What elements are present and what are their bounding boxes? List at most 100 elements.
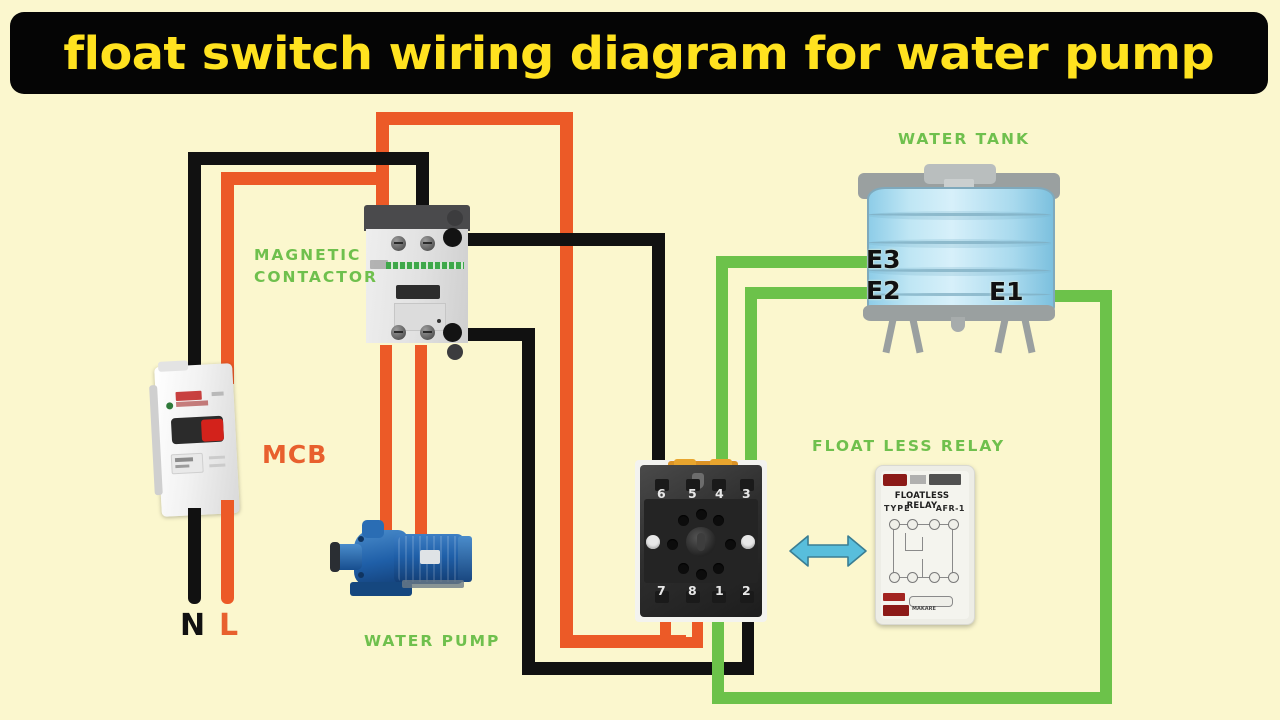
contactor-screw-b1[interactable] — [391, 325, 406, 340]
tank-leg-4 — [1021, 318, 1036, 354]
tank-leg-2 — [909, 318, 924, 354]
socket-mount-screw-right[interactable] — [741, 535, 755, 549]
floatless-relay-device[interactable]: FLOATLESS RELAY TYPE AFR-1 MAKARE — [875, 465, 975, 625]
socket-terminal-6[interactable] — [655, 479, 669, 491]
wire-e3-down-pin4 — [716, 256, 728, 491]
tank-leg-1 — [882, 318, 897, 354]
floatless-relay-label: FLOAT LESS RELAY — [812, 437, 1006, 455]
water-pump-device[interactable] — [330, 520, 478, 604]
wire-neutral-supply — [188, 508, 201, 604]
pump-bolt-2 — [358, 572, 364, 578]
contactor-aux-terminal-top[interactable] — [443, 228, 462, 247]
contactor-screw-t2[interactable] — [420, 236, 435, 251]
pump-base — [350, 582, 412, 596]
wire-line-bottom-rail — [560, 635, 686, 648]
water-tank-label: WATER TANK — [898, 130, 1031, 148]
wire-e2-rail — [745, 287, 876, 299]
tank-rib-3 — [867, 269, 1051, 272]
socket-hole-h — [696, 569, 707, 580]
relay-title-text: FLOATLESS RELAY — [894, 491, 950, 511]
socket-pin-label-1: 1 — [715, 583, 724, 598]
contactor-top-cap — [447, 210, 463, 226]
contactor-aux-terminal-bottom[interactable] — [443, 323, 462, 342]
wire-neutral-top-rail — [188, 152, 429, 165]
socket-terminal-1[interactable] — [712, 591, 726, 603]
relay-brand-name — [929, 474, 961, 485]
socket-center-boss — [686, 527, 716, 557]
relay-node-3 — [929, 519, 940, 530]
relay-bottom-text: MAKARE — [912, 606, 936, 612]
mcb-label: MCB — [262, 440, 328, 469]
relay-node-5 — [889, 572, 900, 583]
socket-terminal-8[interactable] — [686, 591, 700, 603]
socket-hole-b — [713, 515, 724, 526]
mcb-rating-text — [211, 391, 224, 397]
pump-motor-end-cap — [458, 536, 472, 582]
pump-support-foot — [402, 580, 464, 588]
wire-aux-bottom-down — [522, 328, 535, 675]
relay-resistor-symbol — [909, 596, 953, 607]
socket-terminal-7[interactable] — [655, 591, 669, 603]
socket-terminal-2[interactable] — [740, 591, 754, 603]
socket-pin-label-5: 5 — [688, 486, 697, 501]
relay-brand-badge — [883, 474, 907, 486]
contactor-screw-t1[interactable] — [391, 236, 406, 251]
pump-flange — [330, 542, 340, 572]
wire-pump-lead-2 — [415, 345, 427, 560]
socket-mount-screw-left[interactable] — [646, 535, 660, 549]
water-pump-label: WATER PUMP — [364, 632, 501, 650]
wire-line-upper-rail — [376, 112, 573, 125]
relay-brand-mark — [910, 475, 926, 484]
contactor-status-dot — [437, 319, 441, 323]
line-label: L — [219, 608, 239, 643]
mcb-toggle-red-flag[interactable] — [200, 418, 225, 442]
tank-outlet-spout — [951, 317, 965, 332]
relay-terminal-marker-1 — [883, 593, 905, 601]
wire-pump-lead-1 — [380, 345, 392, 560]
tank-rib-2 — [867, 241, 1051, 244]
socket-pin-label-3: 3 — [742, 486, 751, 501]
pump-nameplate — [420, 550, 440, 564]
mcb-brand-logo — [175, 390, 202, 402]
wire-e1-bottom-rail — [712, 692, 1112, 704]
socket-hole-g — [696, 509, 707, 520]
pump-discharge-neck — [362, 520, 384, 538]
contactor-screw-b2[interactable] — [420, 325, 435, 340]
wire-line-top-rail — [221, 172, 389, 185]
socket-hole-f — [713, 563, 724, 574]
relay-node-4 — [948, 519, 959, 530]
socket-copper-tab-1 — [674, 459, 696, 468]
tank-body — [867, 187, 1055, 319]
electrode-label-e3: E3 — [866, 245, 901, 274]
magnetic-contactor-label-line2: CONTACTOR — [254, 268, 378, 286]
wire-line-pin7 — [660, 600, 671, 648]
pump-bolt-1 — [358, 536, 364, 542]
contactor-bottom-cap — [447, 344, 463, 360]
socket-terminal-3[interactable] — [740, 479, 754, 491]
socket-terminal-5[interactable] — [686, 479, 700, 491]
mcb-device[interactable] — [149, 360, 240, 517]
socket-terminal-4[interactable] — [712, 479, 726, 491]
wire-aux-top-down-pin6 — [652, 233, 665, 486]
wire-aux-top-rail — [455, 233, 665, 246]
tank-leg-3 — [994, 318, 1009, 354]
socket-hole-d — [725, 539, 736, 550]
socket-pin-label-4: 4 — [715, 486, 724, 501]
relay-socket-device[interactable]: 6 5 4 3 7 8 1 2 — [635, 459, 767, 622]
contactor-brand-logo — [370, 260, 388, 269]
relay-node-7 — [929, 572, 940, 583]
relay-type-label: TYPE — [884, 504, 911, 513]
title-banner: float switch wiring diagram for water pu… — [10, 12, 1268, 94]
bidirectional-arrow-icon — [789, 535, 867, 567]
tank-inlet-cap — [924, 164, 996, 184]
socket-pin-label-7: 7 — [657, 583, 666, 598]
relay-node-2 — [907, 519, 918, 530]
socket-pin-label-6: 6 — [657, 486, 666, 501]
contactor-nameplate-slot — [396, 285, 440, 299]
mcb-top-nub — [157, 360, 189, 372]
tank-base-ring — [863, 305, 1055, 321]
relay-terminal-marker-2 — [883, 605, 909, 616]
wire-neutral-to-contactor-t2 — [416, 152, 429, 222]
electrode-label-e1: E1 — [989, 277, 1024, 306]
wire-e1-pin1-riser — [712, 600, 724, 700]
